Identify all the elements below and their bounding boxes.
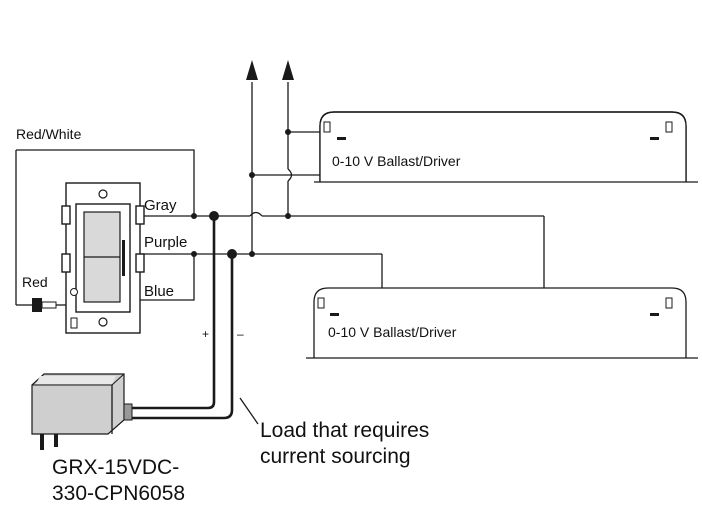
- label-minus: –: [237, 327, 244, 341]
- adapter-model-line2: 330-CPN6058: [52, 482, 185, 505]
- purple-wire: [140, 253, 383, 288]
- red-white-wire: [16, 149, 195, 216]
- dimmer-device: [61, 182, 145, 334]
- load-label-line2: current sourcing: [260, 445, 411, 468]
- ballast-bottom-label: 0-10 V Ballast/Driver: [328, 324, 457, 340]
- label-blue: Blue: [144, 283, 174, 300]
- arrow-up-left-icon: [246, 60, 258, 148]
- adapter-model-line1: GRX-15VDC-: [52, 456, 179, 479]
- ballast-driver-top: 0-10 V Ballast/Driver: [314, 111, 698, 183]
- power-adapter: [31, 373, 133, 450]
- gray-wire: [140, 211, 545, 288]
- supply-riser: [251, 131, 320, 254]
- blue-wire: [140, 254, 195, 301]
- red-wire-connector: [32, 298, 66, 312]
- arrow-up-right-icon: [282, 60, 294, 132]
- load-callout-leader: [239, 397, 259, 425]
- label-purple: Purple: [144, 234, 187, 251]
- label-plus: +: [202, 327, 209, 341]
- power-supply-leads: [130, 216, 234, 420]
- ballast-driver-bottom: 0-10 V Ballast/Driver: [306, 287, 698, 359]
- load-label-line1: Load that requires: [260, 419, 429, 442]
- ballast-top-label: 0-10 V Ballast/Driver: [332, 153, 461, 169]
- junction-dots: [191, 129, 291, 259]
- label-red-white: Red/White: [16, 126, 82, 142]
- label-gray: Gray: [144, 197, 177, 214]
- label-red: Red: [22, 274, 48, 290]
